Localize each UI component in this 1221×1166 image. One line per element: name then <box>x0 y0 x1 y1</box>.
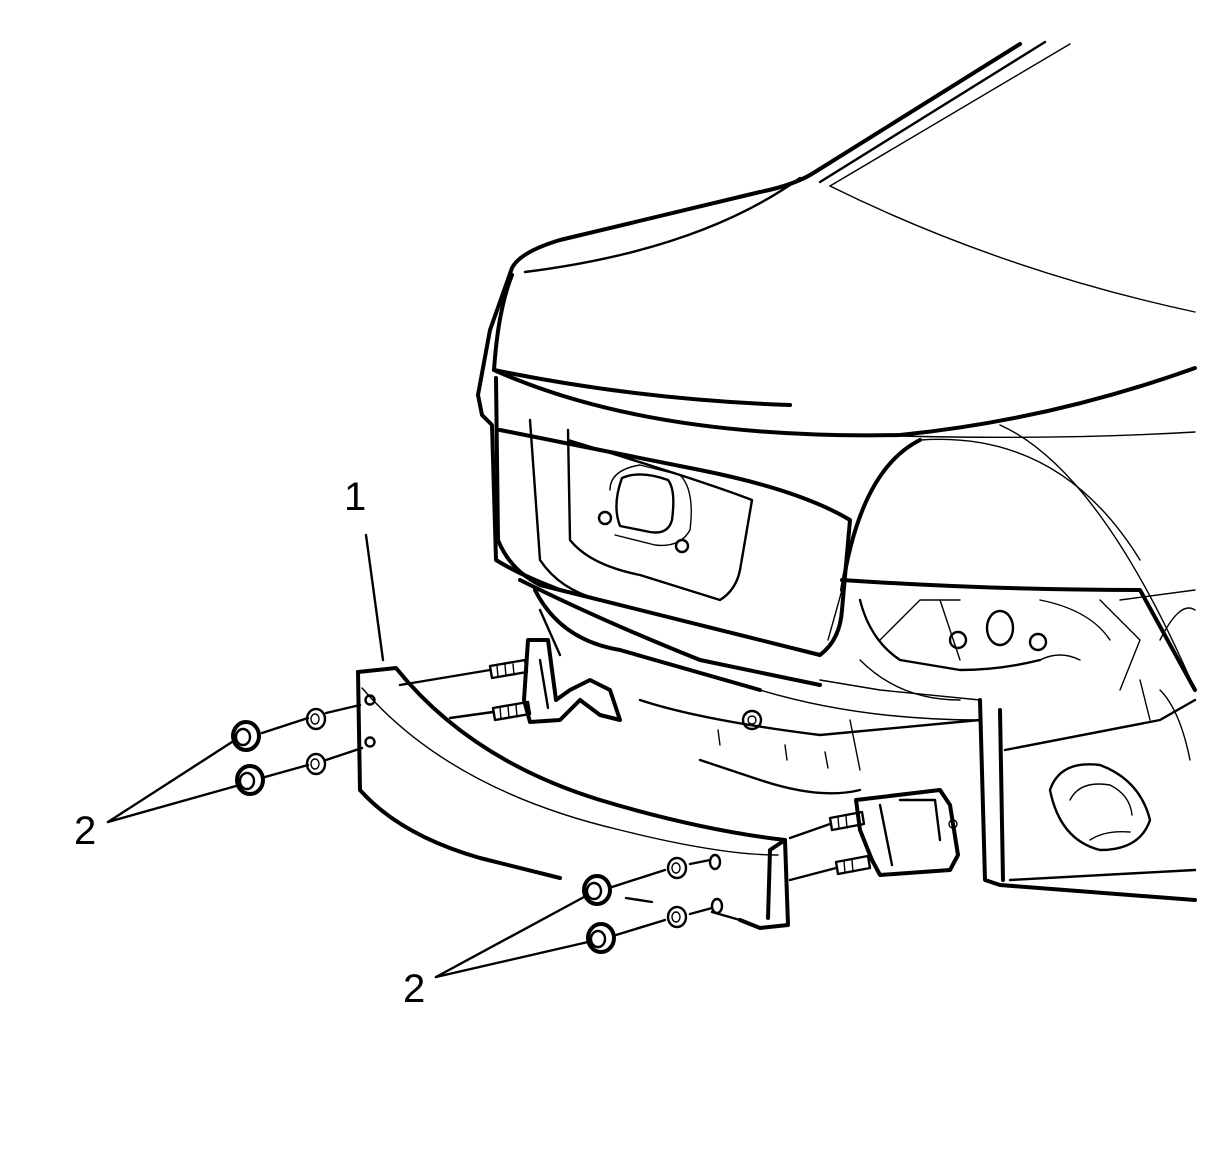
washer-right-lower <box>666 905 688 929</box>
callout-label-2-right: 2 <box>403 967 425 1011</box>
washer-left-lower <box>305 752 327 776</box>
leader-line-1 <box>364 533 385 662</box>
leader-line-2b-lower <box>434 940 590 979</box>
washer-left-upper <box>305 707 327 731</box>
callout-label-1: 1 <box>344 475 366 519</box>
washer-right-upper <box>666 856 688 880</box>
nut-right-lower <box>586 922 616 954</box>
nut-left-upper <box>231 720 261 752</box>
assembly-lines <box>260 668 838 937</box>
nut-left-lower <box>235 764 265 796</box>
leader-line-2a-lower <box>106 784 238 824</box>
leader-line-2a-upper <box>106 740 234 824</box>
mounting-studs <box>488 658 872 876</box>
callout-label-2-left: 2 <box>74 809 96 853</box>
bumper-impact-bar <box>356 666 790 930</box>
vehicle-body <box>476 40 1197 902</box>
nut-right-upper <box>582 874 612 906</box>
nuts-and-washers <box>231 707 688 954</box>
callout-leaders <box>106 533 590 979</box>
leader-line-2b-upper <box>434 895 586 979</box>
